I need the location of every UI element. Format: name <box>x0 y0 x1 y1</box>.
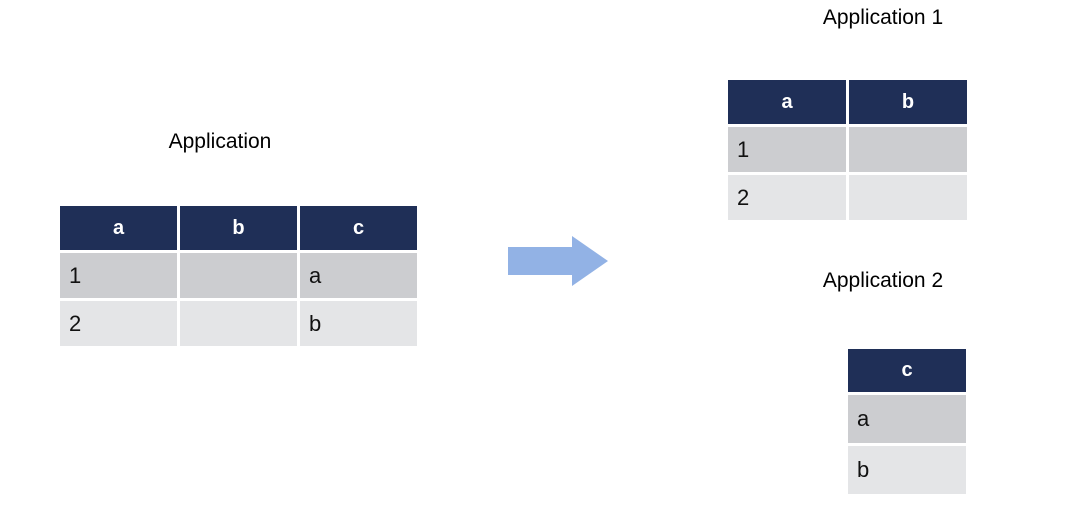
cell-a-1: 1 <box>728 127 846 172</box>
column-header-a: a <box>60 206 177 250</box>
source-table-title: Application <box>168 130 272 153</box>
cell-c-2: b <box>848 446 966 494</box>
target-table-1-title: Application 1 <box>822 6 944 29</box>
cell-c-2: b <box>300 301 417 346</box>
cell-a-2: 2 <box>728 175 846 220</box>
column-header-c: c <box>300 206 417 250</box>
table-header-row: c <box>848 349 966 392</box>
application-table: a b c 1 a 2 b <box>60 206 417 346</box>
cell-c-1: a <box>848 395 966 443</box>
table-row: 2 <box>728 175 967 220</box>
column-header-b: b <box>180 206 297 250</box>
cell-b-1 <box>180 253 297 298</box>
table-row: 1 <box>728 127 967 172</box>
table-row: 2 b <box>60 301 417 346</box>
column-header-a: a <box>728 80 846 124</box>
cell-b-1 <box>849 127 967 172</box>
cell-b-2 <box>849 175 967 220</box>
table-row: b <box>848 446 966 494</box>
table-header-row: a b c <box>60 206 417 250</box>
application-1-table: a b 1 2 <box>728 80 967 220</box>
table-row: 1 a <box>60 253 417 298</box>
cell-c-1: a <box>300 253 417 298</box>
cell-a-1: 1 <box>60 253 177 298</box>
application-2-table: c a b <box>848 349 966 494</box>
target-table-2-title: Application 2 <box>822 269 944 292</box>
table-row: a <box>848 395 966 443</box>
arrow-right-icon <box>508 236 608 286</box>
column-header-c: c <box>848 349 966 392</box>
column-header-b: b <box>849 80 967 124</box>
cell-a-2: 2 <box>60 301 177 346</box>
table-header-row: a b <box>728 80 967 124</box>
cell-b-2 <box>180 301 297 346</box>
